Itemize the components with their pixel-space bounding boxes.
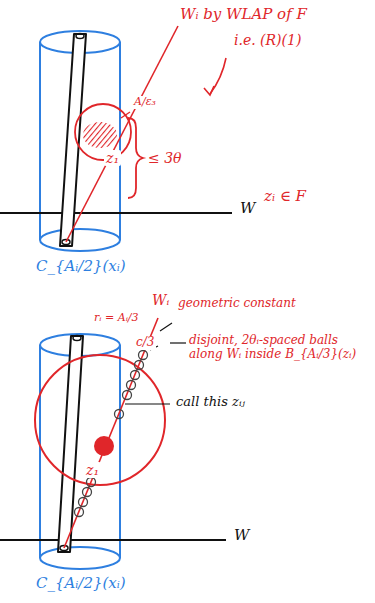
bound-label: ≤ 3θ — [146, 150, 184, 166]
rod-top — [60, 34, 86, 246]
cylinder-label: C_{Aᵢ/2}(xᵢ) — [34, 258, 128, 275]
cylinder-bottom — [40, 334, 120, 569]
point-label: z₁ — [84, 462, 101, 478]
plane-w-top — [0, 212, 232, 214]
cylinder-label: C_{Aᵢ/2}(xᵢ) — [34, 575, 128, 592]
membership-note: zᵢ ∈ F — [262, 188, 308, 205]
arrow-c3 — [170, 342, 186, 343]
curve-label: Wᵢ — [150, 292, 171, 308]
red-dot — [94, 436, 114, 456]
note-label: disjoint, 2θᵢ-spaced balls along Wᵢ insi… — [187, 334, 371, 362]
constant-label: c/3 — [134, 336, 156, 350]
leader-geo — [160, 323, 172, 331]
small-balls — [75, 351, 148, 517]
point-label: z₁ — [104, 150, 121, 166]
curve-wi-bottom — [64, 318, 158, 548]
cylinder-top — [40, 31, 120, 251]
callout-label: call this zᵢⱼ — [174, 395, 247, 410]
leader-call — [125, 403, 170, 404]
plane-label: W — [238, 200, 257, 217]
brace — [128, 118, 143, 198]
curve-wi-top — [66, 26, 178, 242]
note-label: geometric constant — [176, 297, 298, 311]
ball-top — [75, 104, 131, 160]
big-ball — [35, 355, 165, 485]
curve-label: Wᵢ by WLAP of F — [178, 6, 309, 23]
plane-label: W — [232, 527, 251, 544]
radius-label: A/ε₃ — [132, 96, 158, 109]
reference-note: i.e. (R)(1) — [232, 32, 303, 48]
plane-w-bottom — [0, 539, 226, 541]
radius-label: rᵢ = Aᵢ/3 — [92, 312, 141, 325]
